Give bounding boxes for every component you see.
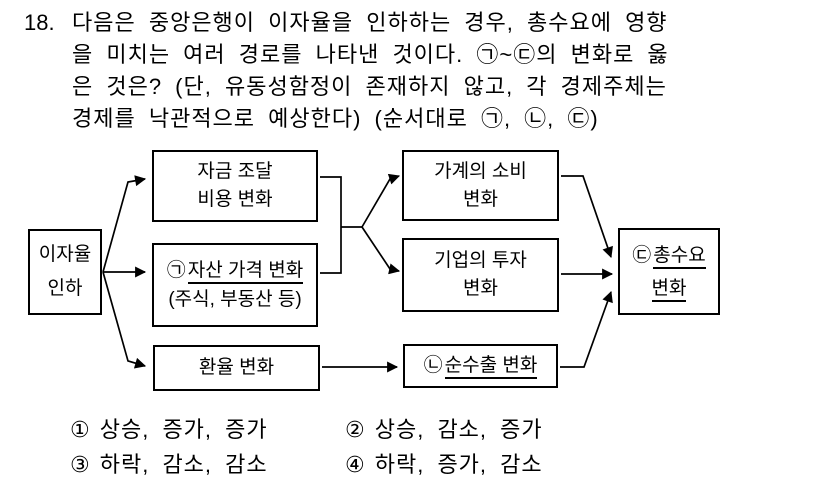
box-label: 가계의 소비 (434, 160, 527, 182)
option-2-text: 상승, 감소, 증가 (374, 417, 543, 442)
box-label: 비용 변화 (197, 189, 273, 210)
question-text: 은 것은? (단, 유동성함정이 존재하지 않고, 각 경제주체는 (72, 74, 667, 99)
box-label: 환율 변화 (198, 357, 275, 378)
question-text: 을 미치는 여러 경로를 나타낸 것이다. ㉠~㉢의 변화로 옳 (72, 42, 669, 67)
marker-circled-nieun: ㉡ (423, 355, 443, 376)
line-funding-to-junction (320, 176, 342, 227)
arrow-junction-to-investment (361, 226, 401, 275)
box-label: 이자율 (38, 244, 92, 265)
question-text: 경제를 낙관적으로 예상한다) (순서대로 ㉠, ㉡, ㉢) (72, 106, 599, 131)
question-line-1: 18. 다음은 중앙은행이 이자율을 인하하는 경우, 총수요에 영향 (0, 7, 826, 39)
box-label: 변화 (463, 278, 498, 299)
box-label: 인하 (47, 278, 83, 299)
underlined-label: 총수요 (653, 244, 706, 269)
arrow-interest-to-funding (102, 175, 147, 273)
arrow-interest-to-exchange (102, 271, 147, 369)
box-label: 변화 (651, 272, 687, 305)
question-block: 18. 다음은 중앙은행이 이자율을 인하하는 경우, 총수요에 영향 을 미치… (0, 7, 826, 135)
question-text: 다음은 중앙은행이 이자율을 인하하는 경우, 총수요에 영향 (72, 10, 668, 35)
option-1[interactable]: ① 상승, 증가, 증가 (70, 412, 268, 444)
box-label: 자금 조달 (197, 161, 273, 182)
option-2[interactable]: ② 상승, 감소, 증가 (345, 412, 543, 444)
question-line-3: 은 것은? (단, 유동성함정이 존재하지 않고, 각 경제주체는 (0, 71, 826, 103)
line-asset-to-junction (320, 227, 342, 274)
arrow-junction-to-consumption (361, 173, 401, 228)
question-line-2: 을 미치는 여러 경로를 나타낸 것이다. ㉠~㉢의 변화로 옳 (0, 39, 826, 71)
box-interest-rate-cut: 이자율 인하 (28, 229, 102, 315)
box-firm-investment-change: 기업의 투자 변화 (402, 238, 559, 312)
option-2-marker: ② (345, 417, 366, 442)
option-1-text: 상승, 증가, 증가 (99, 417, 268, 442)
option-4[interactable]: ④ 하락, 증가, 감소 (345, 447, 543, 479)
arrow-netexport-to-aggregate (560, 290, 613, 368)
underlined-label: 자산 가격 변화 (187, 260, 304, 284)
option-1-marker: ① (70, 417, 91, 442)
option-3[interactable]: ③ 하락, 감소, 감소 (70, 447, 268, 479)
box-sublabel: (주식, 부동산 등) (168, 289, 302, 310)
option-3-marker: ③ (70, 452, 91, 477)
underlined-label: 변화 (651, 277, 687, 302)
box-household-consumption-change: 가계의 소비 변화 (402, 150, 559, 221)
box-exchange-rate-change: 환율 변화 (153, 345, 320, 391)
marker-circled-giyeok: ㉠ (166, 260, 186, 281)
option-4-marker: ④ (345, 452, 366, 477)
marker-circled-digeut: ㉢ (632, 244, 652, 266)
option-4-text: 하락, 증가, 감소 (374, 452, 543, 477)
arrow-consumption-to-aggregate (561, 175, 613, 259)
box-label: 기업의 투자 (434, 250, 527, 271)
option-3-text: 하락, 감소, 감소 (99, 452, 268, 477)
box-funding-cost-change: 자금 조달 비용 변화 (152, 150, 318, 222)
connector-lines (102, 173, 614, 373)
underlined-label: 순수출 변화 (444, 355, 538, 379)
question-number: 18. (24, 10, 55, 35)
question-line-4: 경제를 낙관적으로 예상한다) (순서대로 ㉠, ㉡, ㉢) (0, 103, 826, 135)
box-label: 변화 (463, 188, 498, 210)
